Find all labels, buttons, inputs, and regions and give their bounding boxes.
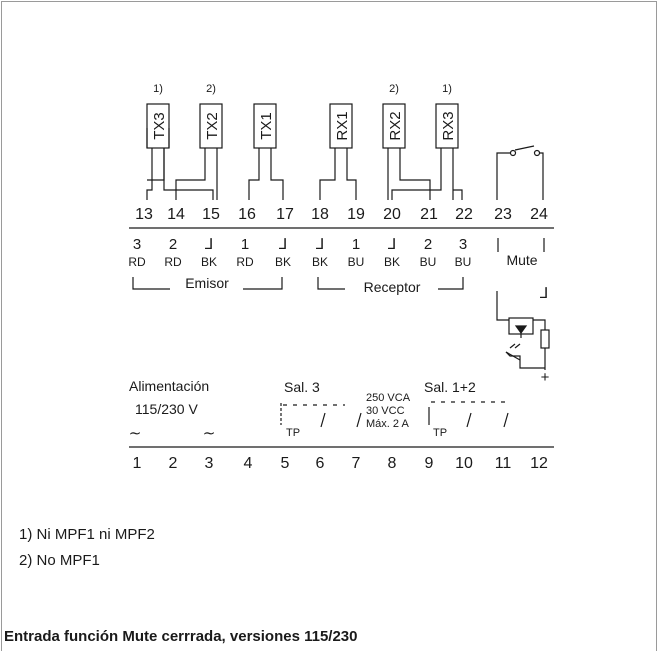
wire-number: 1 xyxy=(241,236,249,253)
bottom-terminal: 10 xyxy=(455,455,473,472)
tp-label: TP xyxy=(286,427,300,439)
tx1-label: TX1 xyxy=(258,112,275,140)
wire-color: RD xyxy=(164,255,182,269)
ac-symbol: ∼ xyxy=(203,425,216,442)
tx1-module xyxy=(248,103,284,200)
ground-symbol: ⅃ xyxy=(388,236,396,253)
wire-color: BU xyxy=(455,255,472,269)
top-terminal: 13 xyxy=(135,206,153,223)
tx3-label: TX3 xyxy=(151,112,168,140)
sal12-contacts xyxy=(428,401,510,428)
ground-symbol: ⅃ xyxy=(279,236,287,253)
mute-label: Mute xyxy=(506,252,537,268)
tp-label: TP xyxy=(433,427,447,439)
ground-symbol: ⅃ xyxy=(316,236,324,253)
emitter-bracket-right xyxy=(243,277,283,290)
optocoupler xyxy=(496,291,550,370)
top-terminal: 22 xyxy=(455,206,473,223)
power-voltage: 115/230 V xyxy=(135,401,198,417)
wire-number: 1 xyxy=(352,236,360,253)
tx3-module xyxy=(146,103,214,200)
wire-color: RD xyxy=(236,255,254,269)
wire-number: 2 xyxy=(169,236,177,253)
bottom-terminal: 11 xyxy=(495,455,512,472)
footnote-1: 1) Ni MPF1 ni MPF2 xyxy=(19,526,155,543)
sal3-contacts xyxy=(280,403,362,428)
emitter-group-label: Emisor xyxy=(185,275,229,291)
rx2-label: RX2 xyxy=(387,111,404,140)
receiver-group-label: Receptor xyxy=(364,279,421,295)
wire-number: 3 xyxy=(459,236,467,253)
bottom-terminal: 1 xyxy=(133,455,142,472)
wire-color: BK xyxy=(201,255,217,269)
figure-caption: Entrada función Mute cerrrada, versiones… xyxy=(4,628,358,645)
tx2-label: TX2 xyxy=(204,112,221,140)
bottom-terminal: 3 xyxy=(205,455,214,472)
bottom-terminal: 9 xyxy=(425,455,434,472)
wire-color: RD xyxy=(128,255,146,269)
tx3-note: 1) xyxy=(153,83,163,95)
rating-line: Máx. 2 A xyxy=(366,418,409,430)
wire-color: BU xyxy=(348,255,365,269)
receiver-bracket-left xyxy=(317,277,345,290)
top-terminal: 20 xyxy=(383,206,401,223)
ground-symbol: ⅃ xyxy=(205,236,213,253)
power-label: Alimentación xyxy=(129,378,209,394)
mute-contact xyxy=(496,145,544,200)
bottom-terminal: 6 xyxy=(316,455,325,472)
wire-number: 3 xyxy=(133,236,141,253)
bottom-terminal: 8 xyxy=(388,455,397,472)
rx2-note: 2) xyxy=(389,83,399,95)
ac-symbol: ∼ xyxy=(129,425,142,442)
top-terminal: 23 xyxy=(494,206,512,223)
top-terminal: 24 xyxy=(530,206,548,223)
rx1-label: RX1 xyxy=(334,111,351,140)
emitter-bracket-left xyxy=(132,277,170,290)
rating-line: 30 VCC xyxy=(366,405,405,417)
sal3-label: Sal. 3 xyxy=(284,379,320,395)
wire-number: 2 xyxy=(424,236,432,253)
tx2-note: 2) xyxy=(206,83,216,95)
bottom-terminal: 4 xyxy=(244,455,253,472)
ground-symbol: ⅃ xyxy=(540,285,548,302)
rx3-note: 1) xyxy=(442,83,452,95)
top-terminal: 17 xyxy=(276,206,294,223)
rx3-module xyxy=(391,103,463,200)
receiver-bracket-right xyxy=(438,277,464,290)
plus-label: + xyxy=(541,369,550,386)
wire-color: BK xyxy=(384,255,400,269)
top-terminal: 14 xyxy=(167,206,185,223)
rx3-label: RX3 xyxy=(440,111,457,140)
top-terminal: 16 xyxy=(238,206,256,223)
tx2-module xyxy=(175,103,223,200)
bottom-terminal: 12 xyxy=(530,455,548,472)
wire-color: BU xyxy=(420,255,437,269)
sal12-label: Sal. 1+2 xyxy=(424,379,476,395)
top-terminal: 19 xyxy=(347,206,365,223)
rx1-module xyxy=(319,103,357,200)
top-terminal: 18 xyxy=(311,206,329,223)
footnote-2: 2) No MPF1 xyxy=(19,552,100,569)
top-terminal: 15 xyxy=(202,206,220,223)
bottom-terminal: 2 xyxy=(169,455,178,472)
bottom-terminal: 7 xyxy=(352,455,361,472)
wire-color: BK xyxy=(312,255,328,269)
rating-line: 250 VCA xyxy=(366,392,411,404)
top-terminal: 21 xyxy=(420,206,438,223)
bottom-terminal: 5 xyxy=(281,455,290,472)
wire-color: BK xyxy=(275,255,291,269)
